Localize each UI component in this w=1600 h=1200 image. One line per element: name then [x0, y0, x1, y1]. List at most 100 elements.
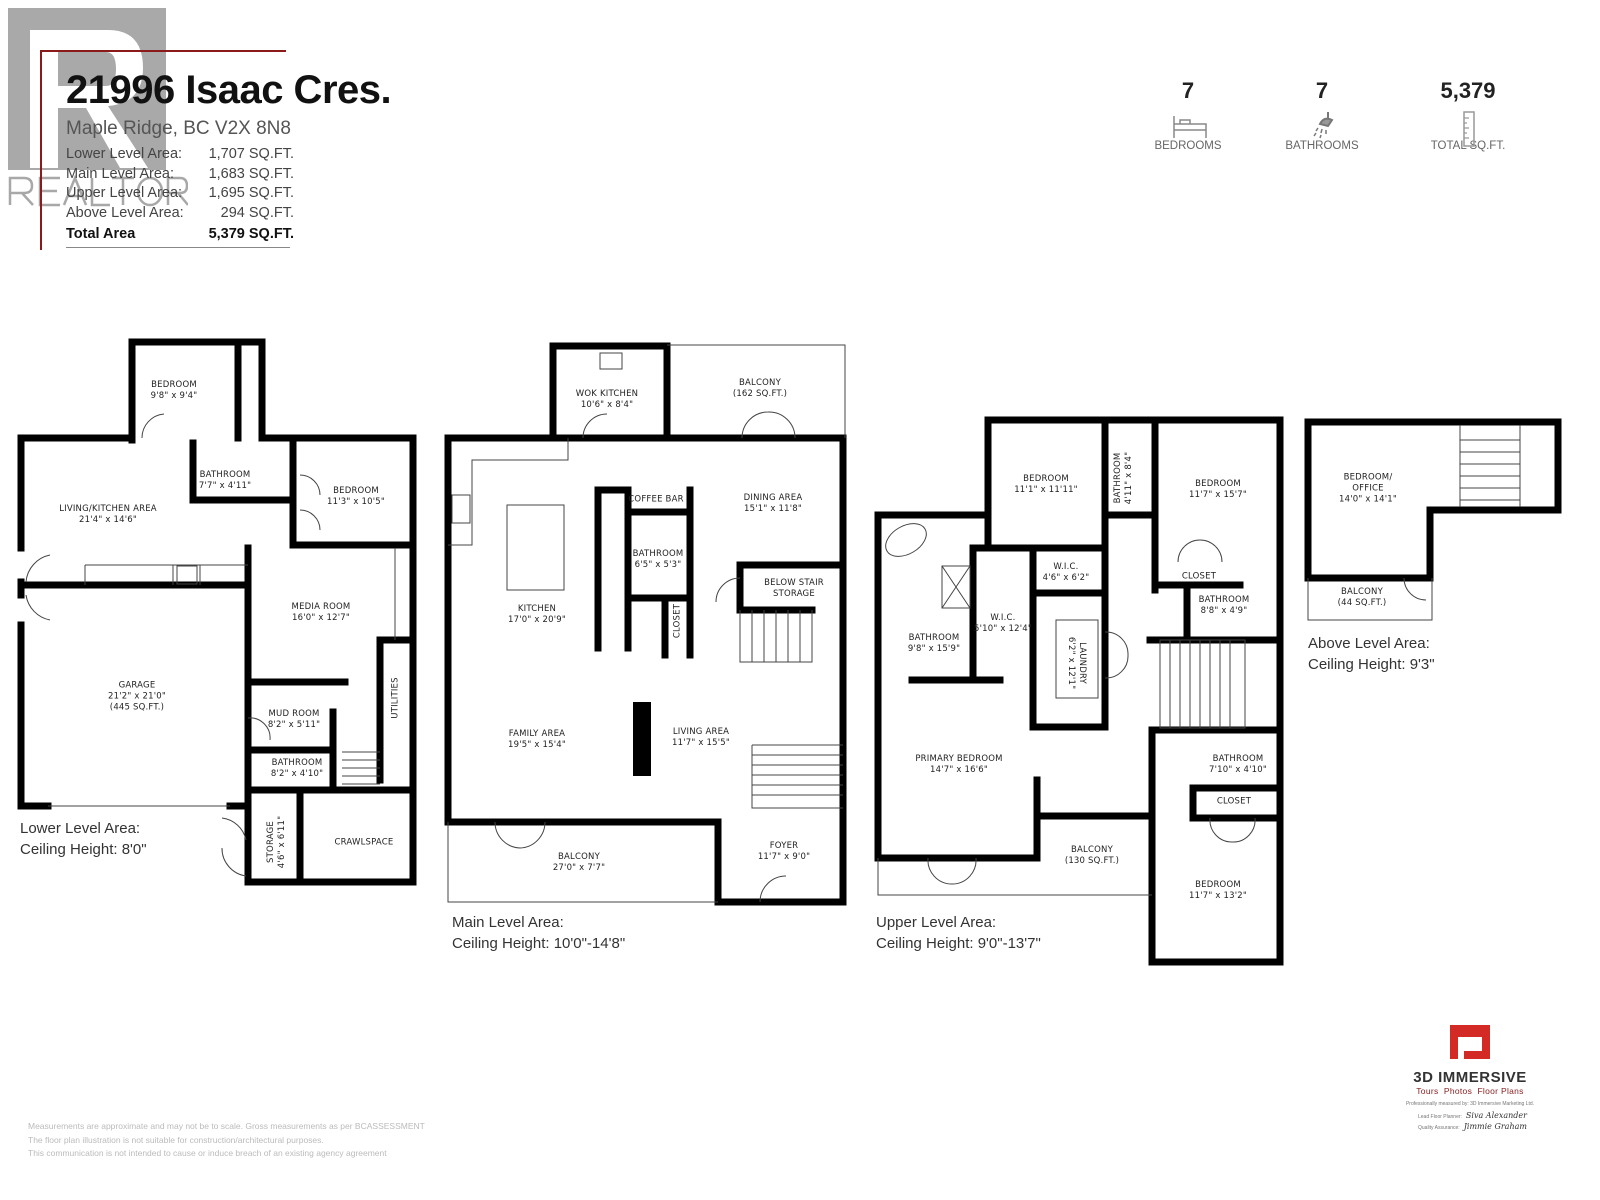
qa-label: Quality Assurance:: [1418, 1125, 1460, 1131]
room-name: FOYER: [769, 841, 799, 851]
stat-label: BEDROOMS: [1154, 140, 1222, 152]
room-name: W.I.C.: [990, 613, 1016, 623]
room-name: KITCHEN: [517, 604, 557, 614]
room-label: W.I.C.4'6" x 6'2": [1043, 562, 1090, 584]
area-value: 1,683 SQ.FT.: [208, 165, 294, 182]
stat-bathrooms: 7 BATHROOMS: [1262, 78, 1382, 152]
signatures: Lead Floor Planner:Siva Alexander Qualit…: [1370, 1111, 1570, 1133]
main-level-caption: Main Level Area: Ceiling Height: 10'0"-14…: [452, 912, 625, 954]
room-name: BALCONY: [1071, 845, 1113, 855]
room-label: CLOSET: [1217, 797, 1251, 808]
room-size: 4'6" x 6'11": [277, 815, 287, 869]
lower-level-walls: [17, 338, 417, 886]
room-size: STORAGE: [773, 589, 815, 599]
room-area: (445 SQ.FT.): [109, 702, 165, 713]
room-name: BELOW STAIR: [764, 578, 824, 588]
qa-signature: Jimmie Graham: [1463, 1122, 1527, 1131]
stat-total-sqft: 5,379 TOTAL SQ.FT.: [1408, 78, 1528, 152]
room-name: DINING AREA: [743, 493, 803, 503]
caption-ceiling: Ceiling Height: 8'0": [20, 841, 147, 858]
disclaimer: Measurements are approximate and may not…: [28, 1120, 425, 1161]
room-name: FAMILY AREA: [508, 729, 566, 739]
stat-value: 5,379: [1440, 78, 1496, 103]
room-name: COFFEE BAR: [628, 494, 684, 505]
room-name: LIVING/KITCHEN AREA: [59, 504, 157, 514]
room-name: CLOSET: [1216, 796, 1252, 807]
lower-level-thin-lines: [25, 413, 396, 877]
room-name: BALCONY: [558, 852, 600, 862]
room-name: BEDROOM: [1023, 474, 1069, 484]
property-address: 21996 Isaac Cres.: [66, 68, 392, 112]
room-name: CLOSET: [1181, 571, 1217, 582]
room-name: STORAGE: [266, 821, 276, 863]
room-name: W.I.C.: [1053, 562, 1079, 572]
caption-ceiling: Ceiling Height: 10'0"-14'8": [452, 935, 626, 952]
room-name: BALCONY: [1341, 587, 1383, 597]
room-label: BALCONY(130 SQ.FT.): [1065, 845, 1119, 867]
above-level-caption: Above Level Area:Ceiling Height: 9'3": [1308, 633, 1435, 675]
caption-title: Main Level Area:: [452, 914, 564, 931]
room-label: CLOSET: [673, 604, 684, 638]
room-size: 4'11" x 8'4": [1124, 451, 1134, 505]
room-name: BATHROOM: [1198, 595, 1250, 605]
room-name: WOK KITCHEN: [575, 389, 639, 399]
stat-value: 7: [1181, 78, 1195, 103]
room-name: BEDROOM: [1195, 479, 1241, 489]
fireplace: [633, 702, 651, 776]
room-size: 11'7" x 15'5": [672, 738, 730, 748]
disclaimer-line: The floor plan illustration is not suita…: [28, 1134, 324, 1145]
room-name: BEDROOM: [1195, 880, 1241, 890]
caption-title: Lower Level Area:: [20, 820, 141, 837]
room-size: 10'6" x 8'4": [580, 400, 634, 410]
room-name: BATHROOM: [632, 549, 684, 559]
caption-ceiling: Ceiling Height: 9'0"-13'7": [876, 935, 1041, 952]
ruler-icon: [1463, 111, 1475, 147]
lead-label: Lead Floor Planner:: [1418, 1114, 1462, 1120]
area-row-lower: Lower Level Area:1,707 SQ.FT.: [66, 146, 294, 166]
disclaimer-line: This communication is not intended to ca…: [28, 1148, 387, 1158]
room-size: 4'6" x 6'2": [1042, 573, 1090, 583]
area-value: 294 SQ.FT.: [220, 204, 294, 221]
room-name: UTILITIES: [390, 677, 401, 719]
area-row-upper: Upper Level Area:1,695 SQ.FT.: [66, 185, 294, 205]
caption-title: Upper Level Area:: [876, 914, 997, 931]
total-value: 5,379 SQ.FT.: [208, 226, 294, 242]
area-value: 1,695 SQ.FT.: [208, 185, 294, 201]
accent-line-vertical: [40, 50, 42, 250]
room-size: 8'8" x 4'9": [1200, 606, 1248, 616]
accent-line-horizontal: [40, 50, 286, 52]
room-name: MUD ROOM: [268, 709, 320, 719]
stat-value: 7: [1315, 78, 1329, 103]
room-label: COFFEE BAR: [628, 495, 683, 506]
room-name: BATHROOM: [199, 470, 251, 480]
upper-level-walls: [874, 416, 1284, 966]
area-label: Above Level Area:: [66, 204, 184, 221]
property-city: Maple Ridge, BC V2X 8N8: [66, 118, 291, 139]
caption-ceiling: Ceiling Height: 9'3": [1308, 656, 1435, 673]
area-label: Main Level Area:: [66, 165, 175, 182]
room-label: BALCONY(44 SQ.FT.): [1338, 587, 1387, 609]
room-size: 11'7" x 15'7": [1189, 490, 1247, 500]
room-size: 15'1" x 11'8": [744, 504, 802, 514]
area-summary: Lower Level Area:1,707 SQ.FT. Main Level…: [66, 146, 294, 246]
